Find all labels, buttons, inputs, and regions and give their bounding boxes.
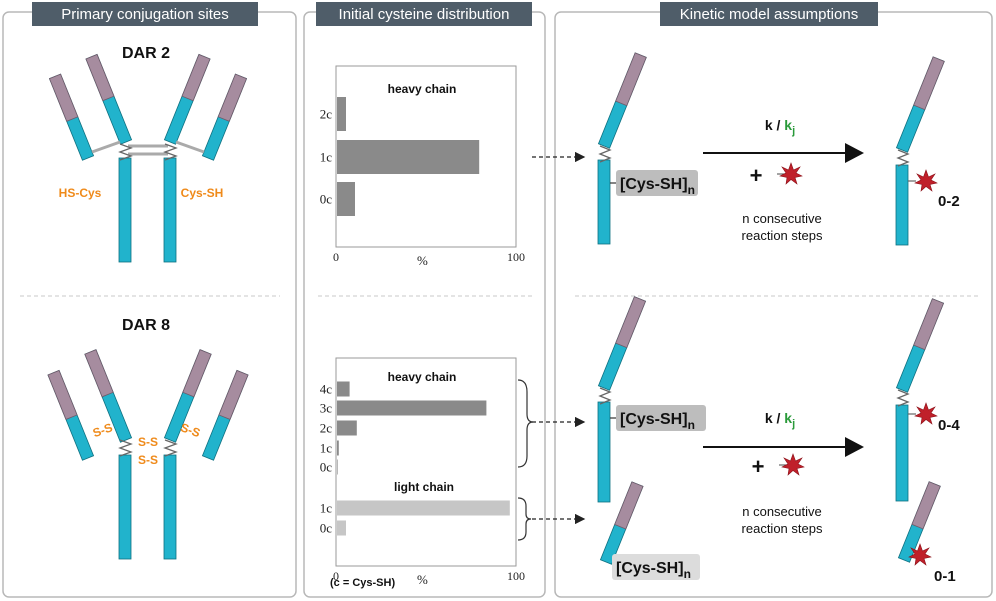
middle-title-bg <box>316 2 532 26</box>
left-panel-frame <box>2 11 297 598</box>
chart2-heavy-ytick-4c: 4c <box>320 382 333 397</box>
payload-star-top <box>777 162 803 185</box>
chart2-heavy-bar-1c <box>337 440 339 456</box>
chart1-xtick-min: 0 <box>333 250 339 264</box>
left-title-bg <box>32 2 258 26</box>
ss-label-left: S-S <box>91 420 115 440</box>
chart1-xtick-max: 100 <box>507 250 525 264</box>
chart2-title-light: light chain <box>394 480 454 494</box>
cys-sh-box-top <box>616 170 698 196</box>
ss-label-hinge-top: S-S <box>138 435 158 449</box>
dar8-label: DAR 8 <box>122 317 170 334</box>
steps-text-top-line2: reaction steps <box>742 228 823 243</box>
chart2-xlabel: % <box>417 572 428 587</box>
chart2-light-ytick-1c: 1c <box>320 501 333 516</box>
right-panel-title: Kinetic model assumptions <box>680 6 858 23</box>
chart2-heavy-ytick-1c: 1c <box>320 441 333 456</box>
chart2-heavy-bar-0c <box>337 459 338 475</box>
chart1-ytick-2c: 2c <box>320 107 333 122</box>
chart1-axes-frame <box>335 65 517 248</box>
payload-star-bottom <box>779 453 805 476</box>
chart2-heavy-bar-2c <box>337 420 357 436</box>
ss-label-hinge-bottom: S-S <box>138 453 158 467</box>
brace-light <box>517 497 532 541</box>
chart2-axes-frame <box>335 357 517 567</box>
chart2-title-heavy: heavy chain <box>388 370 457 384</box>
cys-sh-label: Cys-SH <box>181 186 224 200</box>
steps-text-bottom-line2: reaction steps <box>742 521 823 536</box>
chart-dar2-heavy: 0 100% heavy chain 2c 1c 0c <box>320 65 525 268</box>
chart-footnote: (c = Cys-SH) <box>330 577 395 589</box>
chart1-ytick-1c: 1c <box>320 150 333 165</box>
left-panel-title: Primary conjugation sites <box>61 6 229 23</box>
steps-text-top-line1: n consecutive <box>742 211 822 226</box>
ss-label-right: S-S <box>179 420 203 440</box>
chart2-heavy-bar-3c <box>337 400 487 416</box>
cys-sh-box-light-text: [Cys-SH]n <box>616 560 691 581</box>
product-range-top: 0-2 <box>938 193 960 210</box>
middle-panel-title: Initial cysteine distribution <box>339 6 510 23</box>
chart2-xtick-max: 100 <box>507 569 525 583</box>
heavy-chain-stem-left <box>118 157 132 263</box>
plus-sign-bottom: + <box>752 454 765 479</box>
plus-sign-top: + <box>750 163 763 188</box>
chart2-xtick-min: 0 <box>333 569 339 583</box>
hs-cys-label: HS-Cys <box>59 186 102 200</box>
product-range-mid: 0-4 <box>938 417 960 434</box>
chart1-bar-2c <box>337 97 346 131</box>
reactant-light-chain <box>599 481 644 565</box>
reactant-heavy-chain-top <box>597 52 647 245</box>
chart1-bar-0c <box>337 182 355 216</box>
brace-heavy <box>517 379 534 468</box>
chart-dar8: 0 100% heavy chain 4c 3c 2c 1c 0c light chain 1c 0… <box>320 357 525 587</box>
product-heavy-chain-top <box>895 56 945 246</box>
right-title-bg <box>660 2 878 26</box>
rate-constants-top: k / kj <box>765 117 795 137</box>
product-range-bottom: 0-1 <box>934 568 956 585</box>
chart1-xlabel: % <box>417 253 428 268</box>
cys-sh-box-light <box>612 554 700 580</box>
chart1-ytick-0c: 0c <box>320 192 333 207</box>
chart2-heavy-ytick-2c: 2c <box>320 421 333 436</box>
dar2-label: DAR 2 <box>122 45 170 62</box>
cys-sh-box-heavy <box>616 405 706 431</box>
cys-sh-box-heavy-text: [Cys-SH]n <box>620 411 695 432</box>
steps-text-bottom-line1: n consecutive <box>742 504 822 519</box>
product-heavy-chain-bottom <box>895 298 945 502</box>
cys-sh-box-top-text: [Cys-SH]n <box>620 176 695 197</box>
product-light-chain <box>897 481 941 566</box>
antibody-dar2 <box>48 53 248 263</box>
heavy-chain-stem-right <box>163 157 177 263</box>
antibody-dar8 <box>47 349 249 560</box>
chart1-title: heavy chain <box>388 82 457 96</box>
rate-constants-bottom: k / kj <box>765 410 795 430</box>
chart2-light-bar-1c <box>337 500 510 516</box>
chart2-heavy-ytick-0c: 0c <box>320 460 333 475</box>
chart2-heavy-ytick-3c: 3c <box>320 401 333 416</box>
reactant-heavy-chain-bottom <box>597 296 647 503</box>
chart2-light-bar-0c <box>337 520 346 536</box>
chart1-bar-1c <box>337 140 480 174</box>
chart2-heavy-bar-4c <box>337 381 350 397</box>
chart2-light-ytick-0c: 0c <box>320 521 333 536</box>
